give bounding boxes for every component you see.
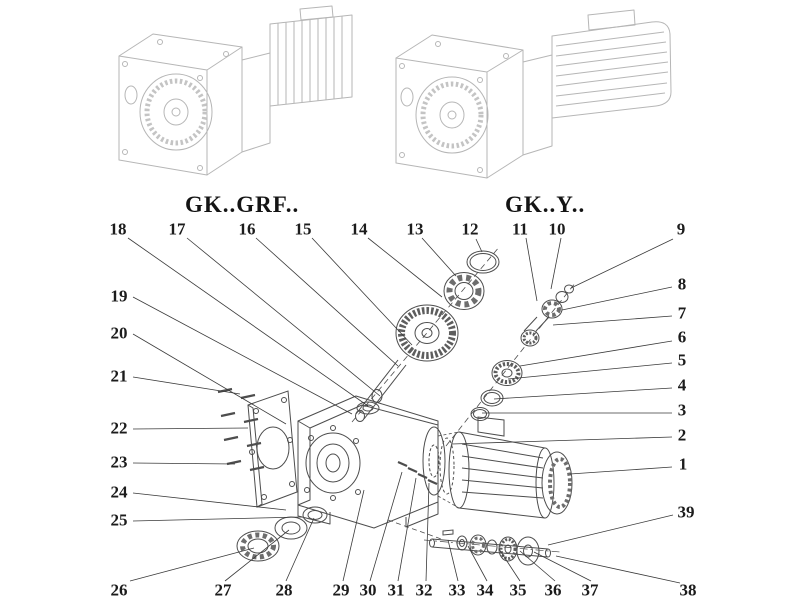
leader-line — [367, 237, 443, 298]
part-callout-33: 33 — [448, 580, 466, 600]
leader-line — [525, 237, 538, 302]
part-callout-8: 8 — [677, 274, 687, 294]
part-callout-19: 19 — [110, 286, 128, 306]
input-shaft-gear-drawing — [351, 245, 501, 423]
part-callout-32: 32 — [415, 580, 433, 600]
leader-line — [507, 362, 673, 380]
output-shaft-drawing — [387, 519, 561, 566]
leader-line — [561, 286, 673, 311]
part-callout-5: 5 — [677, 350, 687, 370]
leader-line — [447, 539, 459, 582]
bearing-rings-drawing — [236, 506, 328, 562]
part-callout-38: 38 — [679, 580, 697, 600]
part-callout-34: 34 — [476, 580, 494, 600]
leader-line — [132, 333, 287, 425]
leader-line — [397, 477, 417, 582]
leader-line — [425, 482, 430, 582]
part-callout-22: 22 — [110, 418, 128, 438]
leader-line — [311, 237, 413, 346]
leader-line — [255, 237, 399, 367]
leader-line — [475, 238, 483, 253]
leader-line — [132, 492, 287, 511]
leader-line — [186, 237, 381, 397]
leader-line — [132, 376, 241, 395]
flange-plate-drawing — [247, 390, 298, 508]
part-callout-31: 31 — [387, 580, 405, 600]
part-callout-10: 10 — [548, 219, 566, 239]
leader-line — [555, 555, 681, 584]
leader-line — [493, 387, 673, 400]
part-callout-26: 26 — [110, 580, 128, 600]
model-label-gky: GK..Y.. — [505, 192, 586, 217]
leader-line — [533, 551, 592, 582]
part-callout-11: 11 — [511, 219, 529, 239]
part-callout-17: 17 — [168, 219, 186, 239]
leader-line — [369, 471, 403, 582]
part-callout-14: 14 — [350, 219, 368, 239]
part-callout-6: 6 — [677, 327, 687, 347]
leader-line — [547, 514, 674, 546]
part-callout-3: 3 — [677, 400, 687, 420]
leader-line — [519, 340, 673, 367]
mounting-screws-drawing — [397, 460, 438, 486]
part-callout-25: 25 — [110, 510, 128, 530]
part-callout-15: 15 — [294, 219, 312, 239]
leader-line — [552, 315, 673, 326]
gky-gearmotor-drawing — [395, 9, 672, 179]
part-callout-30: 30 — [359, 580, 377, 600]
leader-line — [421, 237, 457, 277]
part-callout-24: 24 — [110, 482, 128, 502]
leader-line — [498, 548, 521, 582]
motor-drawing — [437, 416, 573, 519]
leader-line — [451, 436, 673, 445]
leader-line — [285, 517, 315, 582]
leader-line — [550, 237, 562, 290]
part-callout-39: 39 — [677, 502, 695, 522]
part-callout-29: 29 — [332, 580, 350, 600]
housing-drawing — [297, 395, 446, 529]
part-callout-23: 23 — [110, 452, 128, 472]
part-callout-7: 7 — [677, 303, 687, 323]
part-callout-27: 27 — [214, 580, 232, 600]
leader-lines — [127, 237, 681, 584]
leader-line — [519, 550, 556, 582]
part-callout-9: 9 — [676, 219, 686, 239]
part-callout-16: 16 — [238, 219, 256, 239]
part-callout-21: 21 — [110, 366, 128, 386]
leader-line — [570, 238, 674, 289]
part-callout-4: 4 — [677, 375, 687, 395]
part-callout-20: 20 — [110, 323, 128, 343]
part-callout-2: 2 — [677, 425, 687, 445]
leader-line — [129, 547, 255, 582]
part-callout-13: 13 — [406, 219, 424, 239]
leader-line — [127, 237, 369, 407]
leader-line — [342, 489, 365, 582]
part-callout-36: 36 — [544, 580, 562, 600]
part-callout-18: 18 — [109, 219, 127, 239]
pinion-shaft-drawing — [445, 281, 577, 447]
part-callout-1: 1 — [678, 454, 688, 474]
leader-line — [569, 466, 673, 475]
part-callout-37: 37 — [581, 580, 599, 600]
leader-line — [467, 545, 488, 582]
leader-line — [132, 516, 303, 522]
part-callout-28: 28 — [275, 580, 293, 600]
part-callout-35: 35 — [509, 580, 527, 600]
leader-line — [132, 427, 249, 430]
model-label-gkgrf: GK..GRF.. — [185, 192, 300, 217]
bolts-drawing — [217, 387, 265, 472]
gkgrf-gearbox-drawing — [118, 5, 353, 176]
leader-line — [132, 462, 236, 465]
part-callout-12: 12 — [461, 219, 479, 239]
leader-line — [132, 296, 353, 415]
leader-line — [224, 529, 290, 582]
